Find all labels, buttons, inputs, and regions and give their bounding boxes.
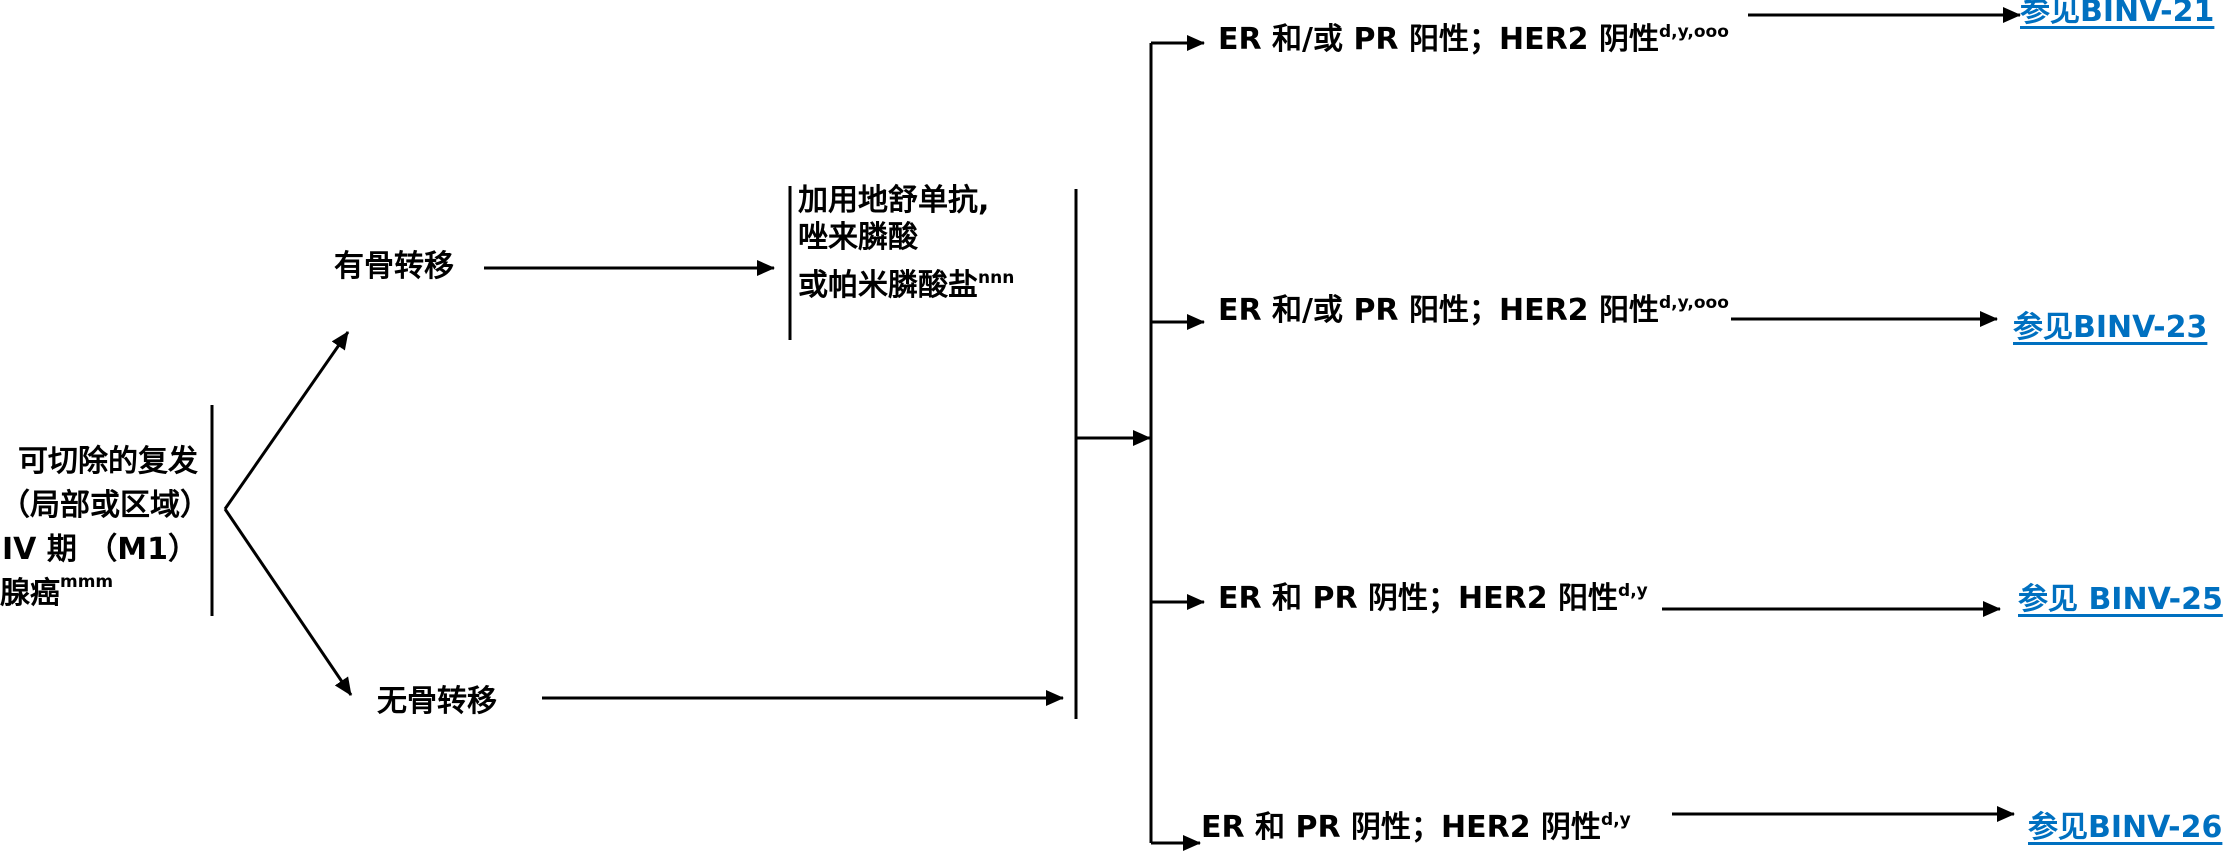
branch-text: ER 和/或 PR 阳性；HER2 阴性 <box>1218 22 1659 57</box>
branch-3-label: ER 和 PR 阴性；HER2 阳性d,y <box>1218 581 1648 617</box>
bone-mets-node: 有骨转移 <box>334 249 454 284</box>
root-node: 可切除的复发 （局部或区域） IV 期 （M1） 腺癌mmm <box>0 440 198 616</box>
branch-4-label: ER 和 PR 阴性；HER2 阴性d,y <box>1201 810 1631 846</box>
root-line: IV 期 （M1） <box>2 532 198 567</box>
branch-2-label: ER 和/或 PR 阳性；HER2 阳性d,y,ooo <box>1218 293 1729 329</box>
link-binv-25[interactable]: 参见 BINV-25 <box>2018 582 2223 617</box>
root-line: （局部或区域） <box>0 488 198 523</box>
bone-treatment-text: 或帕米膦酸盐 <box>798 268 978 303</box>
branch-1-label: ER 和/或 PR 阳性；HER2 阴性d,y,ooo <box>1218 22 1729 58</box>
arrow-to-bone-mets <box>223 331 350 510</box>
link-binv-26[interactable]: 参见BINV-26 <box>2028 810 2223 845</box>
root-line: 腺癌mmm <box>0 572 198 616</box>
link-binv-23[interactable]: 参见BINV-23 <box>2013 310 2208 345</box>
no-bone-mets-node: 无骨转移 <box>377 684 497 719</box>
branch-text: ER 和 PR 阴性；HER2 阴性 <box>1201 810 1602 845</box>
branch-footnote: d,y <box>1601 810 1631 830</box>
branch-footnote: d,y,ooo <box>1659 22 1729 42</box>
branch-footnote: d,y,ooo <box>1659 293 1729 313</box>
root-line: 可切除的复发 <box>18 444 198 479</box>
bone-treatment-line: 加用地舒单抗, <box>798 183 990 218</box>
branch-text: ER 和/或 PR 阳性；HER2 阳性 <box>1218 293 1659 328</box>
link-binv-21[interactable]: 参见BINV-21 <box>2020 0 2215 29</box>
root-footnote: mmm <box>60 572 114 592</box>
branch-text: ER 和 PR 阴性；HER2 阳性 <box>1218 581 1619 616</box>
root-line-text: 腺癌 <box>0 576 60 611</box>
branch-footnote: d,y <box>1618 581 1648 601</box>
bone-treatment-line-3: 或帕米膦酸盐nnn <box>798 268 1014 304</box>
bone-treatment-line: 唑来膦酸 <box>798 220 918 255</box>
arrow-to-no-bone-mets <box>223 508 353 696</box>
bone-treatment-footnote: nnn <box>978 268 1015 288</box>
